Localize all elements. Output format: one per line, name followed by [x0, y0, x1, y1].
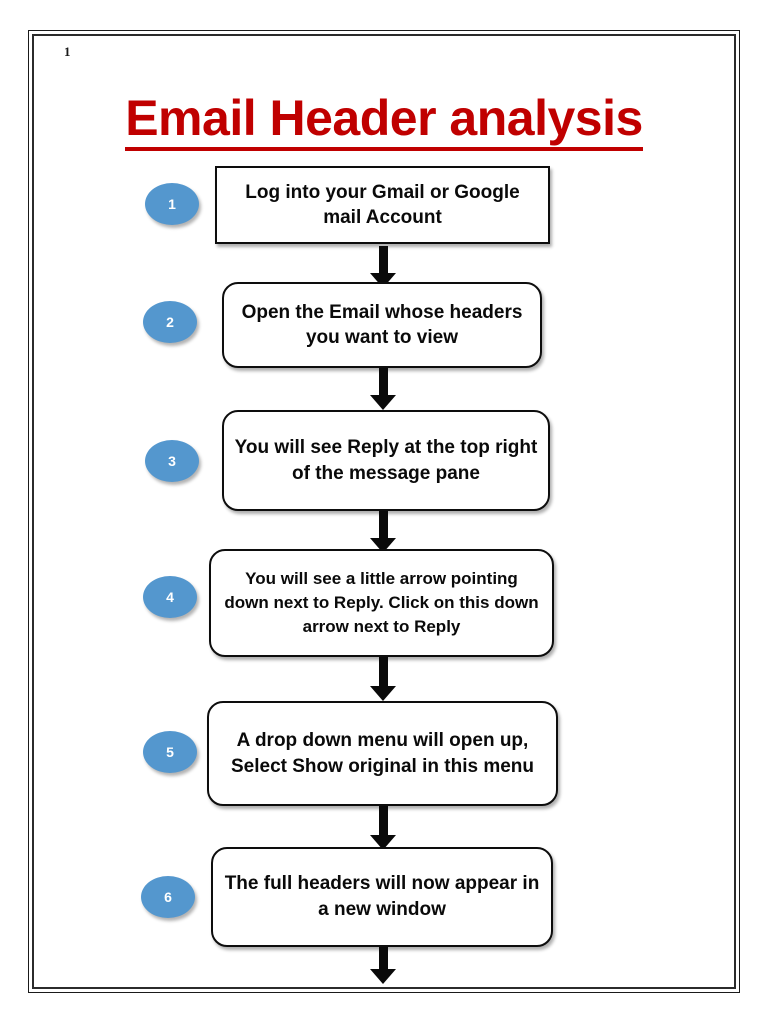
step-badge-5: 5: [143, 731, 197, 773]
step-box-1[interactable]: Log into your Gmail or Google mail Accou…: [215, 166, 550, 244]
step-box-6[interactable]: The full headers will now appear in a ne…: [211, 847, 553, 947]
step-badge-3: 3: [145, 440, 199, 482]
step-badge-2: 2: [143, 301, 197, 343]
page-title-text: Email Header analysis: [125, 90, 643, 151]
step-text-5: A drop down menu will open up, Select Sh…: [231, 729, 534, 777]
connector-arrow-5: [370, 806, 396, 850]
page-title: Email Header analysis: [0, 90, 768, 151]
step-badge-6: 6: [141, 876, 195, 918]
step-text-1: Log into your Gmail or Google mail Accou…: [245, 181, 520, 228]
step-text-3: You will see Reply at the top right of t…: [234, 437, 538, 484]
page-number: 1: [64, 44, 71, 59]
step-box-3[interactable]: You will see Reply at the top right of t…: [222, 410, 550, 511]
step-text-6: The full headers will now appear in a ne…: [224, 873, 540, 920]
step-badge-label-5: 5: [166, 744, 174, 760]
connector-arrow-2: [370, 368, 396, 410]
connector-arrow-4: [370, 657, 396, 701]
step-badge-label-1: 1: [168, 196, 176, 212]
step-box-2[interactable]: Open the Email whose headers you want to…: [222, 282, 542, 368]
connector-arrow-6: [370, 947, 396, 987]
step-box-5[interactable]: A drop down menu will open up, Select Sh…: [207, 701, 558, 806]
step-badge-1: 1: [145, 183, 199, 225]
step-box-4[interactable]: You will see a little arrow pointing dow…: [209, 549, 554, 657]
step-badge-label-4: 4: [166, 589, 174, 605]
step-badge-4: 4: [143, 576, 197, 618]
step-text-2: Open the Email whose headers you want to…: [241, 301, 523, 348]
step-badge-label-3: 3: [168, 453, 176, 469]
step-badge-label-6: 6: [164, 889, 172, 905]
connector-arrow-3: [370, 511, 396, 553]
step-text-4: You will see a little arrow pointing dow…: [224, 568, 539, 637]
page-border-inner: [32, 34, 736, 989]
step-badge-label-2: 2: [166, 314, 174, 330]
